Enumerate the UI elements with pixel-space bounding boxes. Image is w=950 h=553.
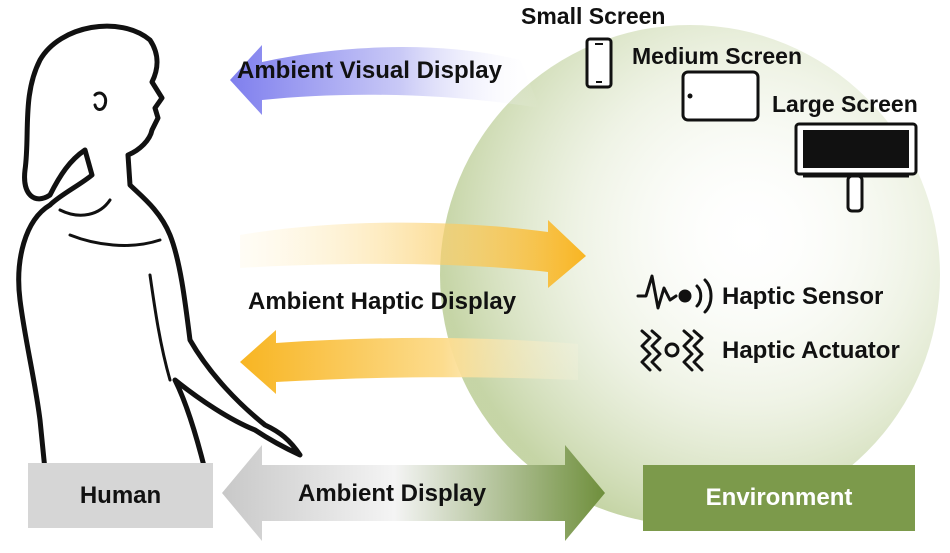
ambient-display-label: Ambient Display: [298, 480, 487, 507]
human-figure: [16, 23, 303, 473]
ambient-visual-display-label: Ambient Visual Display: [237, 57, 502, 84]
human-label: Human: [79, 481, 162, 509]
tablet-icon: [681, 70, 760, 122]
billboard-icon: [794, 122, 918, 213]
haptic-actuator-icon: [640, 329, 704, 372]
haptic-actuator-label: Haptic Actuator: [722, 337, 900, 364]
haptic-sensor-icon: [636, 274, 713, 314]
small-screen-label: Small Screen: [521, 3, 666, 29]
ambient-visual-arrow: [230, 45, 540, 115]
ambient-haptic-left-arrow: [240, 330, 578, 394]
phone-icon: [585, 37, 613, 89]
environment-label: Environment: [705, 484, 853, 511]
ambient-haptic-display-label: Ambient Haptic Display: [248, 288, 517, 315]
environment-box: Environment: [643, 465, 915, 531]
ambient-display-double-arrow: [222, 445, 605, 541]
medium-screen-label: Medium Screen: [632, 43, 802, 69]
ambient-haptic-right-arrow: [240, 220, 586, 288]
haptic-sensor-label: Haptic Sensor: [722, 283, 884, 310]
human-box: Human: [28, 463, 213, 528]
large-screen-label: Large Screen: [772, 91, 918, 117]
